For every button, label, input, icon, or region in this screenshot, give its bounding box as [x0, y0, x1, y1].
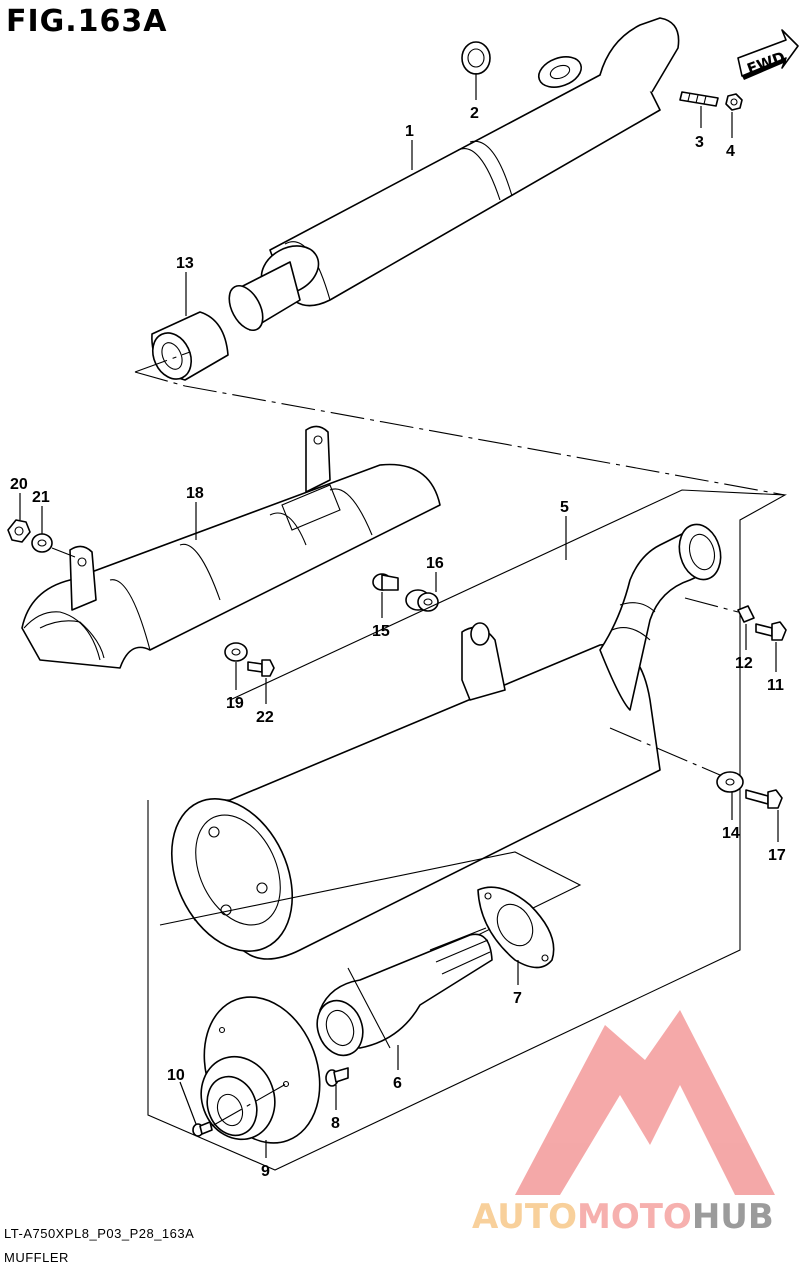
screw-8	[325, 1067, 349, 1087]
muffler-5	[170, 523, 722, 960]
watermark-auto: AUTO	[472, 1197, 577, 1237]
assembly-name: MUFFLER	[4, 1250, 69, 1265]
spark-arrester-6	[316, 927, 493, 1057]
screw-10	[192, 1121, 213, 1137]
callout-9: 9	[261, 1163, 270, 1180]
callout-11: 11	[767, 677, 784, 694]
sleeve-13	[151, 311, 229, 381]
collar-15	[372, 573, 399, 591]
collar-12	[737, 605, 755, 623]
callout-5: 5	[560, 499, 569, 516]
watermark-triangle-icon	[515, 1010, 775, 1195]
callout-2: 2	[470, 105, 479, 122]
nut-20	[7, 519, 31, 543]
watermark-hub: HUB	[692, 1197, 774, 1237]
grommet-16	[405, 589, 439, 612]
callout-6: 6	[393, 1075, 402, 1092]
callout-15: 15	[372, 623, 390, 640]
gasket-ring-2	[461, 41, 491, 75]
callout-13: 13	[176, 255, 194, 272]
callout-22: 22	[256, 709, 274, 726]
washer-21	[31, 533, 53, 553]
callout-19: 19	[226, 695, 244, 712]
callout-4: 4	[726, 143, 735, 160]
callout-numbers: 1 2 3 4 5 6 7 8 9 10 11 12 13 14 15 16 1…	[10, 105, 786, 1180]
bolt-22	[247, 659, 275, 677]
callout-12: 12	[735, 655, 753, 672]
watermark-moto: MOTO	[577, 1197, 692, 1237]
washer-14	[716, 771, 744, 793]
nut-4	[725, 93, 743, 111]
callout-20: 20	[10, 476, 28, 493]
callout-3: 3	[695, 134, 704, 151]
washer-19	[224, 642, 248, 662]
watermark-logo: AUTOMOTOHUB	[472, 1010, 775, 1237]
fwd-arrow-badge: FWD	[737, 29, 799, 80]
leader-lines	[19, 73, 779, 1158]
stud-bolt-3	[679, 91, 719, 107]
exhaust-pipe	[228, 17, 680, 331]
end-cap-9	[200, 996, 321, 1144]
muffler-frame	[147, 489, 787, 1171]
callout-1: 1	[405, 123, 414, 140]
watermark-text: AUTOMOTOHUB	[472, 1197, 774, 1237]
callout-7: 7	[513, 990, 522, 1007]
gasket-7	[477, 886, 555, 969]
callout-18: 18	[186, 485, 204, 502]
model-code: LT-A750XPL8_P03_P28_163A	[4, 1226, 195, 1241]
callout-17: 17	[768, 847, 786, 864]
bolt-11	[755, 621, 787, 641]
heat-shield-18	[21, 425, 441, 669]
figure-title: FIG.163A	[6, 4, 168, 39]
callout-16: 16	[426, 555, 444, 572]
callout-8: 8	[331, 1115, 340, 1132]
callout-14: 14	[722, 825, 740, 842]
callout-21: 21	[32, 489, 50, 506]
callout-10: 10	[167, 1067, 185, 1084]
bolt-17	[745, 789, 783, 809]
